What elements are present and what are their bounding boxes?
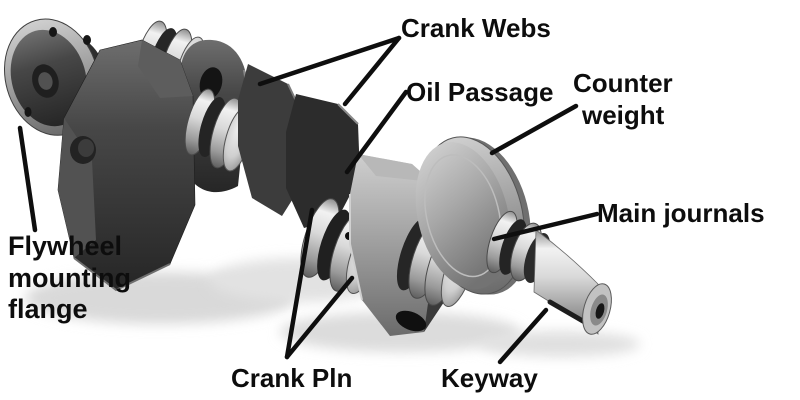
- leader-keyway: [497, 307, 549, 365]
- crankshaft-photo: [3, 18, 612, 336]
- leader-crank-webs-2: [342, 35, 402, 107]
- label-flywheel-line2: mounting: [8, 263, 131, 293]
- label-counter-weight-line1: Counter: [573, 68, 673, 98]
- leader-counter-weight: [489, 103, 579, 156]
- label-flywheel-line1: Flywheel: [8, 231, 122, 261]
- shaft-end-hole: [595, 303, 605, 319]
- label-oil-passage: Oil Passage: [406, 77, 553, 107]
- crank-web-1: [57, 39, 196, 292]
- leader-lines: [17, 35, 600, 365]
- web-lightening-hole: [395, 310, 427, 332]
- flange-bolt-hole: [49, 27, 57, 37]
- crank-web-4: [286, 94, 360, 228]
- label-keyway: Keyway: [441, 363, 538, 393]
- labels: Crank Webs Oil Passage Counter weight Ma…: [8, 13, 765, 393]
- leader-oil-passage: [344, 89, 409, 175]
- leader-crank-webs-1: [257, 35, 402, 87]
- flange-bolt-hole: [24, 107, 32, 117]
- leader-main-journals: [491, 211, 600, 242]
- label-counter-weight-line2: weight: [581, 100, 665, 130]
- label-flywheel-line3: flange: [8, 294, 88, 324]
- flange-bolt-hole: [83, 35, 91, 45]
- nose-shaft: [533, 229, 612, 335]
- leader-crank-pin-2: [284, 275, 355, 360]
- leader-flywheel-flange: [17, 125, 38, 233]
- leader-crank-pin-1: [284, 207, 315, 360]
- label-main-journals: Main journals: [597, 198, 765, 228]
- label-crank-pin: Crank Pln: [231, 363, 352, 393]
- keyway-slot: [547, 299, 591, 327]
- label-crank-webs: Crank Webs: [401, 13, 551, 43]
